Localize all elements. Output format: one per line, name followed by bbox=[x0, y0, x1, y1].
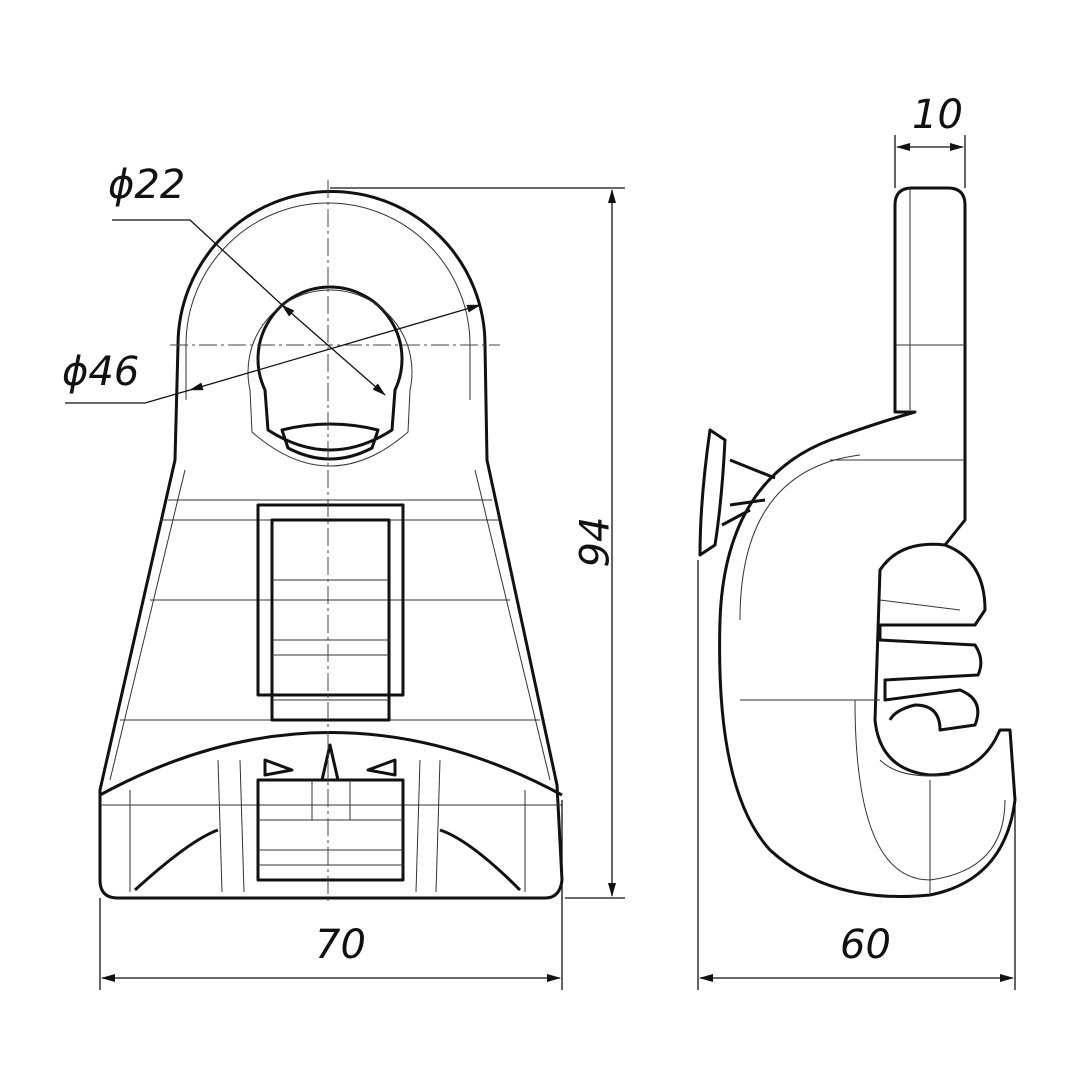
dim-label-front-width: 70 bbox=[315, 922, 366, 968]
side-outline bbox=[718, 186, 1017, 899]
front-view bbox=[98, 180, 564, 905]
dim-label-outer-diameter: ϕ46 bbox=[62, 349, 140, 395]
dim-label-tab-thickness: 10 bbox=[912, 92, 963, 138]
dim-label-hole-diameter: ϕ22 bbox=[108, 162, 186, 208]
side-view bbox=[698, 186, 1017, 899]
front-outline bbox=[98, 190, 564, 900]
dimension-lines bbox=[65, 135, 1016, 990]
dim-label-height: 94 bbox=[572, 516, 619, 568]
dim-label-side-width: 60 bbox=[840, 922, 891, 968]
keyhole bbox=[256, 285, 404, 452]
